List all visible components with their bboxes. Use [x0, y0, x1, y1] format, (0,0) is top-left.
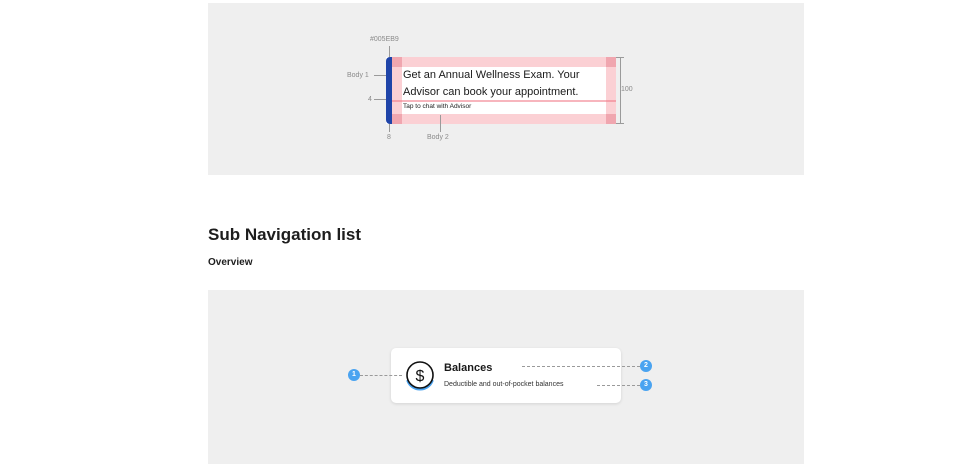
- padding-corner: [392, 114, 402, 124]
- callout-leader-2: [522, 366, 640, 367]
- padding-corner: [392, 57, 402, 67]
- padding-corner: [606, 57, 616, 67]
- width-leader-line: [389, 124, 390, 132]
- gap-label: 4: [368, 96, 372, 103]
- accent-bar: [386, 57, 392, 124]
- callout-badge-2: 2: [640, 360, 652, 372]
- overview-heading: Overview: [208, 257, 253, 268]
- height-label: 100: [621, 86, 633, 93]
- card-subtext: Tap to chat with Advisor: [403, 103, 472, 110]
- sub-nav-item-title: Balances: [444, 362, 493, 374]
- card-body-line2: Advisor can book your appointment.: [403, 86, 579, 98]
- spacing-rule: [392, 100, 616, 102]
- body2-leader-line: [440, 115, 441, 132]
- padding-left: [392, 67, 402, 114]
- body2-label: Body 2: [427, 134, 449, 141]
- sub-nav-item-description: Deductible and out-of-pocket balances: [444, 381, 564, 388]
- svg-text:$: $: [416, 368, 425, 385]
- callout-badge-3: 3: [640, 379, 652, 391]
- spec-card: Get an Annual Wellness Exam. Your Adviso…: [386, 57, 616, 124]
- padding-bottom: [392, 114, 616, 124]
- padding-top: [392, 57, 616, 67]
- dollar-circle-icon: $: [406, 361, 434, 391]
- padding-right: [606, 67, 616, 114]
- callout-leader-1: [360, 375, 402, 376]
- section-title: Sub Navigation list: [208, 225, 362, 244]
- color-leader-line: [389, 46, 390, 57]
- callout-leader-3: [597, 385, 640, 386]
- body1-label: Body 1: [347, 72, 369, 79]
- callout-badge-1: 1: [348, 369, 360, 381]
- padding-corner: [606, 114, 616, 124]
- height-dimension-line: [620, 57, 621, 124]
- width-label: 8: [387, 134, 391, 141]
- spec-card-background: [386, 57, 616, 124]
- card-body-line1: Get an Annual Wellness Exam. Your: [403, 69, 580, 81]
- color-label: #005EB9: [370, 36, 399, 43]
